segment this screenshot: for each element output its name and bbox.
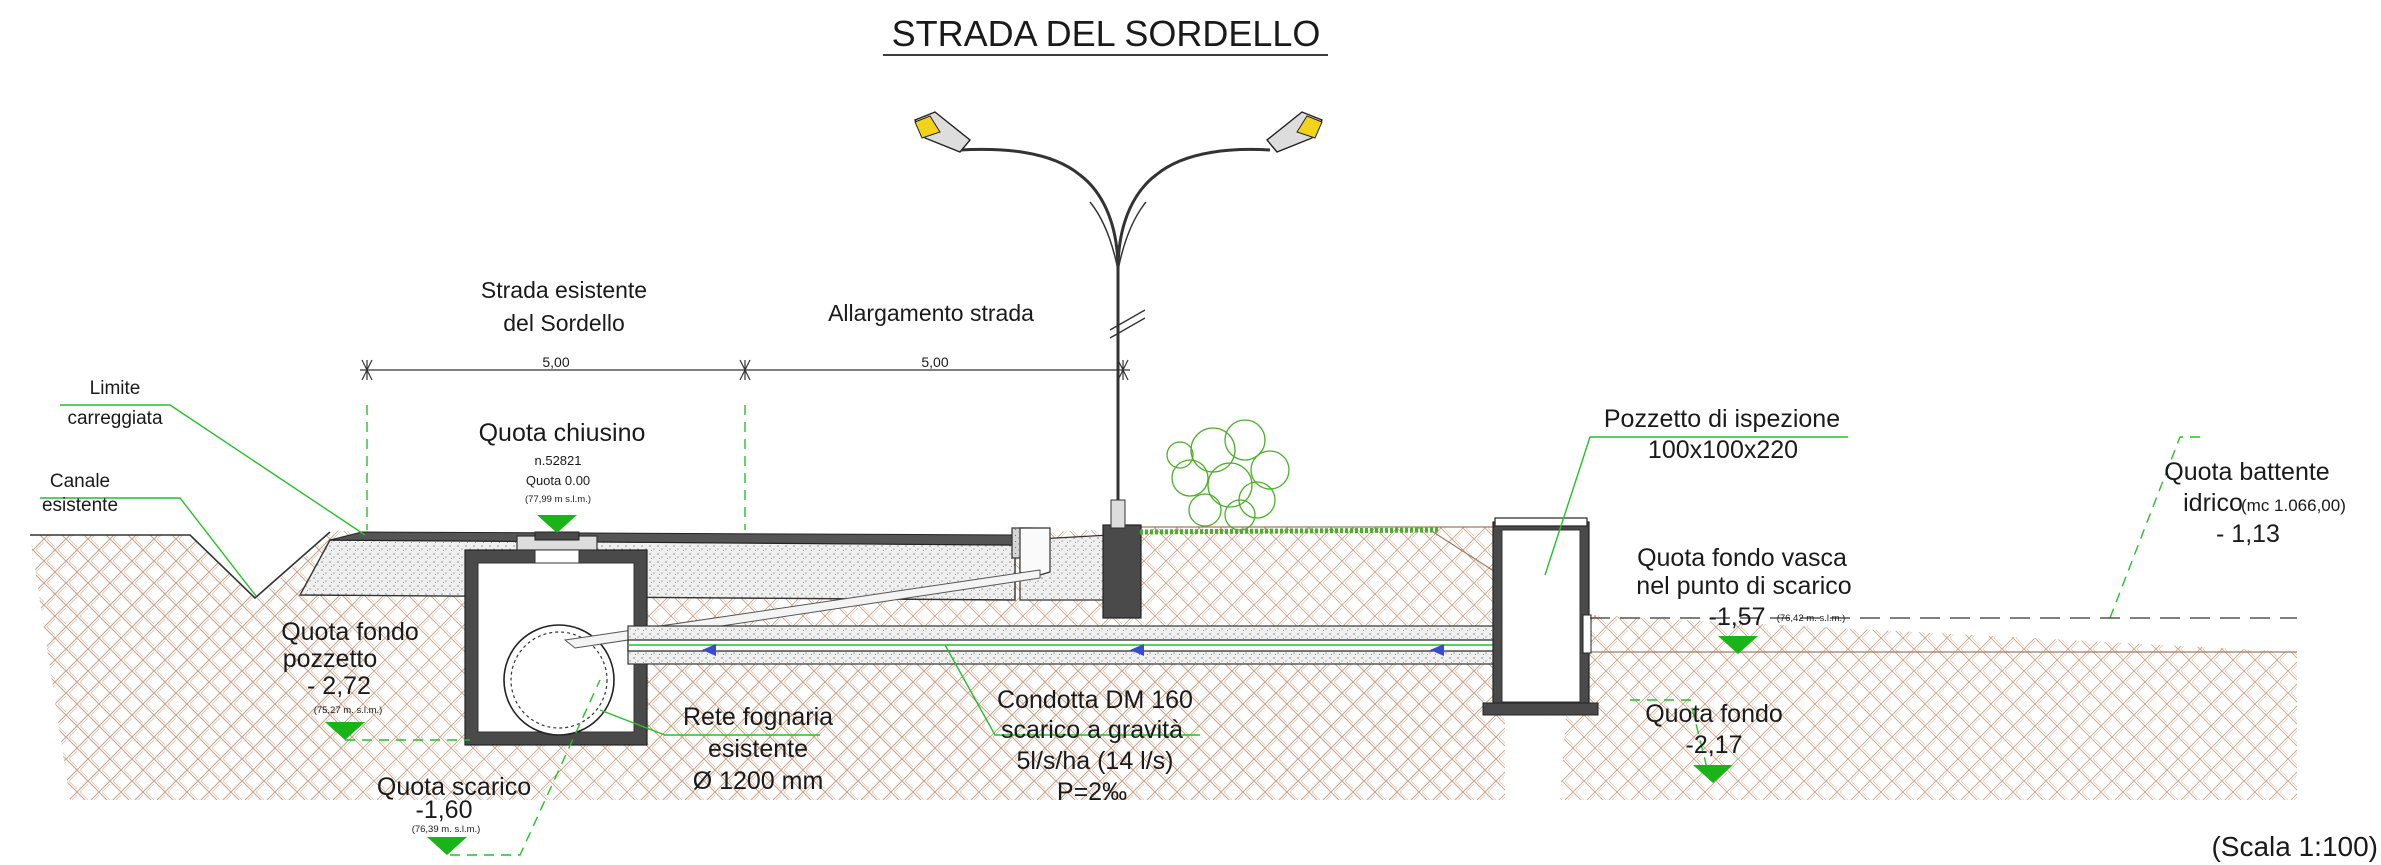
pole-break-2 xyxy=(1109,317,1146,339)
leader-limite xyxy=(60,404,366,536)
condotta-label-1: Condotta DM 160 xyxy=(997,686,1193,714)
condotta-label-4: P=2‰ xyxy=(1057,778,1127,806)
leader-pozzetto-isp xyxy=(1544,436,1848,576)
existing-road-label-2: del Sordello xyxy=(503,310,624,336)
ground-slope-right xyxy=(1429,529,1501,576)
ground-line-left xyxy=(30,531,331,600)
dim-existing-road: 5,00 xyxy=(542,354,569,370)
flow-arrow-2 xyxy=(1130,644,1144,656)
soil-far-right xyxy=(1560,520,2297,800)
sewer-pipe-inner xyxy=(510,631,608,729)
leader-quota-fondo xyxy=(1630,699,1711,781)
limite-label-2: carreggiata xyxy=(67,408,162,429)
chiusino-quota: Quota 0.00 xyxy=(526,473,590,488)
pole-break-1 xyxy=(1109,309,1146,331)
canale-label-1: Canale xyxy=(50,471,110,492)
shrub xyxy=(1166,419,1290,531)
dim-widening: 5,00 xyxy=(921,354,948,370)
leader-condotta xyxy=(944,644,1200,736)
grass xyxy=(1139,527,1441,535)
inspection-chamber-base xyxy=(1482,702,1599,716)
level-marker-chiusino xyxy=(537,515,577,533)
street-lamp xyxy=(914,111,1323,529)
soil-under-pipe xyxy=(640,655,1500,800)
flow-arrow-1 xyxy=(702,644,716,656)
scarico-slm: (76,39 m. s.l.m.) xyxy=(412,824,481,835)
fondo-vasca-value: -1,57 xyxy=(1709,603,1766,631)
scale-note: (Scala 1:100) xyxy=(2211,831,2378,862)
condotta-label-3: 5l/s/ha (14 l/s) xyxy=(1016,747,1173,775)
pozzetto-isp-label-1: Pozzetto di ispezione xyxy=(1604,405,1840,433)
fondo-pozzetto-value: - 2,72 xyxy=(307,672,371,700)
limite-label-1: Limite xyxy=(90,378,141,399)
fondo-vasca-slm: (76,42 m. s.l.m.) xyxy=(1777,613,1846,624)
manhole-neck xyxy=(534,549,580,564)
rete-label-1: Rete fognaria xyxy=(683,703,833,731)
condotta-label-2: scarico a gravità xyxy=(1001,716,1183,744)
fondo-pozzetto-slm: (75,27 m. s.l.m.) xyxy=(314,705,383,716)
fondo-vasca-label-1: Quota fondo vasca xyxy=(1637,544,1847,572)
battente-label-1: Quota battente xyxy=(2164,458,2329,486)
existing-road-label-1: Strada esistente xyxy=(481,277,647,303)
chiusino-number: n.52821 xyxy=(535,453,582,468)
scarico-title: Quota scarico xyxy=(377,773,531,801)
quota-fondo-value: -2,17 xyxy=(1686,731,1743,759)
level-marker-quota-fondo xyxy=(1693,765,1733,783)
scarico-value: -1,60 xyxy=(416,796,473,824)
battente-label-2: idrico xyxy=(2183,489,2243,517)
fondo-vasca-label-2: nel punto di scarico xyxy=(1636,572,1851,600)
drawing-title: STRADA DEL SORDELLO xyxy=(892,13,1321,54)
battente-value: - 1,13 xyxy=(2216,520,2280,548)
level-marker-fondo-pozzetto xyxy=(325,722,365,740)
leader-scarico xyxy=(450,679,601,856)
widening-label: Allargamento strada xyxy=(828,300,1034,326)
canale-label-2: esistente xyxy=(42,495,118,516)
leader-canale xyxy=(40,497,257,597)
chiusino-slm: (77,99 m s.l.m.) xyxy=(525,494,591,505)
chiusino-title: Quota chiusino xyxy=(479,419,646,447)
level-marker-fondo-vasca xyxy=(1718,636,1758,654)
rete-label-2: esistente xyxy=(708,735,808,763)
flow-arrow-3 xyxy=(1430,644,1444,656)
chamber-outlet xyxy=(1582,614,1592,654)
leader-battente xyxy=(2109,436,2200,619)
inspection-chamber-cover xyxy=(1494,517,1588,527)
pozzetto-isp-label-2: 100x100x220 xyxy=(1648,436,1798,464)
level-marker-scarico xyxy=(427,837,467,855)
dimension-line xyxy=(360,359,1130,381)
lamp-foundation xyxy=(1102,524,1142,619)
rete-label-3: Ø 1200 mm xyxy=(693,767,824,795)
fondo-pozzetto-label-1: Quota fondo xyxy=(281,618,419,646)
manhole-cover xyxy=(534,531,580,541)
fondo-pozzetto-label-2: pozzetto xyxy=(283,645,378,673)
battente-label-2b: (mc 1.066,00) xyxy=(2241,496,2346,515)
leader-rete xyxy=(599,709,820,736)
inspection-chamber-interior xyxy=(1501,529,1581,703)
quota-fondo-title: Quota fondo xyxy=(1645,700,1783,728)
